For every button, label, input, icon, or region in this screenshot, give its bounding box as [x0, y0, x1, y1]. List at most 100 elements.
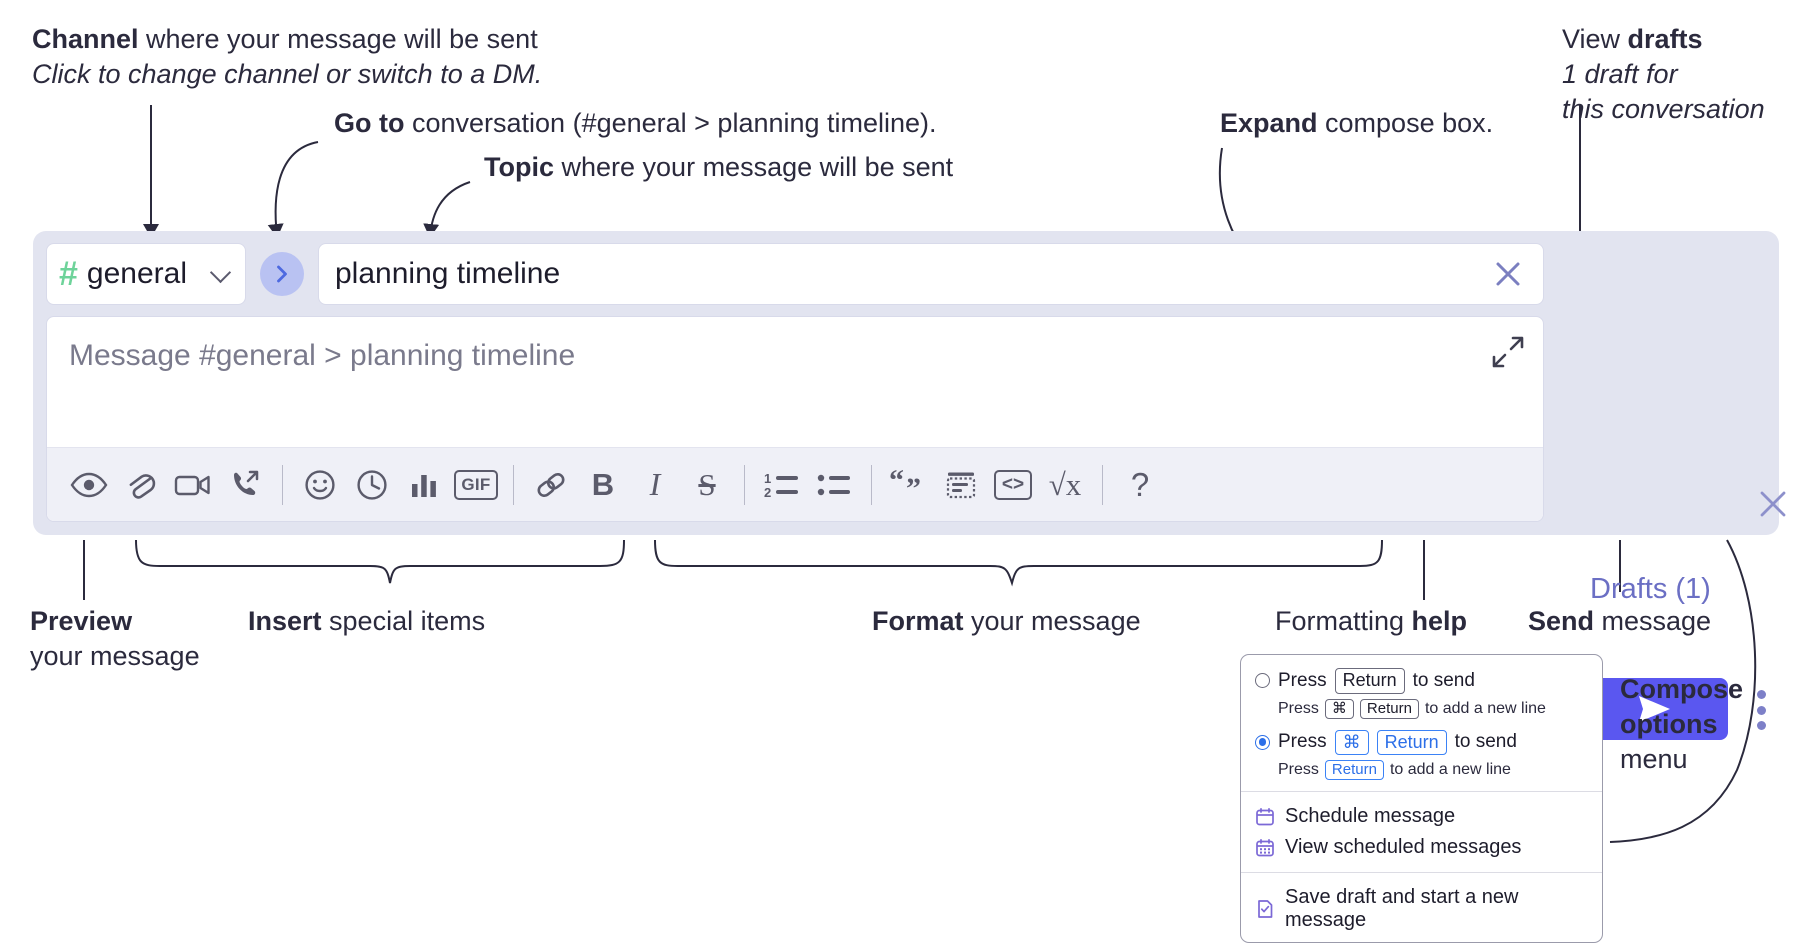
- annotation-goto-rest: conversation (#general > planning timeli…: [404, 108, 937, 138]
- topic-input-value: planning timeline: [335, 257, 561, 290]
- menu-option2-hint: Press Return to add a new line: [1241, 758, 1602, 782]
- link-icon[interactable]: [525, 459, 577, 511]
- help-icon[interactable]: ?: [1114, 459, 1166, 511]
- goto-conversation-button[interactable]: [260, 252, 304, 296]
- close-icon[interactable]: [1491, 257, 1525, 291]
- video-icon[interactable]: [167, 459, 219, 511]
- annotation-goto-bold: Go to: [334, 108, 405, 138]
- close-panel-icon[interactable]: [1757, 488, 1789, 520]
- menu-item-view-scheduled-messages[interactable]: View scheduled messages: [1241, 832, 1602, 863]
- inline-code-label: <>: [993, 469, 1033, 500]
- option1-suffix: to send: [1412, 669, 1475, 691]
- annotation-topic-bold: Topic: [484, 152, 554, 182]
- radio-button-selected[interactable]: [1255, 734, 1270, 750]
- italic-icon[interactable]: I: [629, 459, 681, 511]
- option1-sub-suffix: to add a new line: [1424, 699, 1546, 717]
- poll-bars-icon[interactable]: [398, 459, 450, 511]
- gif-icon[interactable]: GIF: [450, 459, 502, 511]
- option2-sub-prefix: Press: [1278, 761, 1319, 779]
- math-icon[interactable]: √x: [1039, 459, 1091, 511]
- preview-icon[interactable]: [63, 459, 115, 511]
- kebab-dot-1: [1756, 690, 1766, 699]
- code-block-icon[interactable]: [935, 459, 987, 511]
- bold-icon[interactable]: B: [577, 459, 629, 511]
- compose-header-row: # general planning timeline: [46, 243, 1544, 305]
- menu-option-cmd-return-to-send[interactable]: Press ⌘ Return to send: [1241, 727, 1602, 759]
- annotation-help: Formatting help: [1275, 604, 1467, 639]
- clock-glyph: [357, 469, 387, 500]
- compose-panel: # general planning timeline: [33, 231, 1786, 740]
- option2-prefix: Press: [1278, 731, 1327, 753]
- svg-text:“: “: [889, 470, 904, 497]
- annotation-preview-rest: your message: [30, 641, 200, 672]
- annotation-channel-italic: Click to change channel or switch to a D…: [32, 59, 543, 90]
- annotation-send-rest: message: [1594, 606, 1712, 636]
- gif-label: GIF: [454, 469, 498, 500]
- channel-selector[interactable]: # general: [46, 243, 246, 305]
- attachment-icon[interactable]: [115, 459, 167, 511]
- numbered-list-glyph: 1 2: [764, 471, 798, 499]
- bulleted-list-icon[interactable]: [808, 459, 860, 511]
- send-button[interactable]: [1580, 678, 1728, 740]
- blockquote-icon[interactable]: “ ”: [883, 459, 935, 511]
- emoji-icon[interactable]: [294, 459, 346, 511]
- eye-glyph: [70, 472, 108, 497]
- ordered-list-icon[interactable]: 1 2: [756, 459, 808, 511]
- message-input-placeholder: Message #general > planning timeline: [69, 339, 576, 372]
- topic-input-field[interactable]: planning timeline: [318, 243, 1544, 305]
- annotation-topic-rest: where your message will be sent: [554, 152, 954, 182]
- toolbar-separator-2: [513, 464, 514, 505]
- bar-chart-glyph: [412, 474, 436, 497]
- annotation-compose-rest: menu: [1620, 744, 1688, 775]
- video-camera-glyph: [174, 475, 210, 495]
- annotation-drafts-italic2: this conversation: [1562, 94, 1765, 125]
- math-label: √x: [1048, 467, 1082, 502]
- message-editor[interactable]: Message #general > planning timeline: [46, 316, 1544, 522]
- annotation-insert-bold: Insert: [248, 606, 322, 636]
- kebab-dot-3: [1756, 721, 1766, 730]
- svg-text:1: 1: [764, 471, 771, 486]
- compose-options-button[interactable]: [1750, 690, 1772, 730]
- option2-suffix: to send: [1454, 731, 1517, 753]
- option2-key-cmd: ⌘: [1334, 729, 1369, 756]
- menu-option-return-to-send[interactable]: Press Return to send: [1241, 665, 1602, 697]
- option1-key-return: Return: [1334, 668, 1405, 694]
- annotation-format: Format your message: [872, 604, 1141, 639]
- strikethrough-icon[interactable]: S: [681, 459, 733, 511]
- document-check-icon: [1258, 900, 1273, 919]
- expand-icon[interactable]: [1491, 335, 1525, 369]
- smiley-glyph: [305, 469, 335, 500]
- reminder-clock-icon[interactable]: [346, 459, 398, 511]
- menu-divider-1: [1241, 791, 1602, 793]
- annotation-expand-rest: compose box.: [1317, 108, 1494, 138]
- menu-item-label: Schedule message: [1285, 805, 1456, 828]
- hash-icon: #: [59, 255, 78, 293]
- option1-sub-prefix: Press: [1278, 699, 1319, 717]
- chain-link-glyph: [537, 472, 565, 497]
- inline-code-icon[interactable]: <>: [987, 459, 1039, 511]
- menu-item-schedule-message[interactable]: Schedule message: [1241, 801, 1602, 832]
- option1-sub-key-cmd: ⌘: [1324, 698, 1354, 719]
- send-paper-plane-icon: [1639, 696, 1670, 722]
- audio-icon[interactable]: [219, 459, 271, 511]
- compose-options-menu: Press Return to send Press ⌘ Return to a…: [1240, 654, 1603, 944]
- radio-button-unselected[interactable]: [1255, 673, 1270, 689]
- toolbar-separator-4: [871, 464, 872, 505]
- calendar-grid-icon: [1256, 838, 1274, 857]
- bold-label: B: [591, 466, 615, 502]
- annotation-goto: Go to conversation (#general > planning …: [334, 106, 937, 141]
- annotation-topic: Topic where your message will be sent: [484, 150, 953, 185]
- option2-key-return: Return: [1376, 729, 1447, 756]
- menu-item-label: Save draft and start a new message: [1285, 886, 1519, 932]
- annotation-format-rest: your message: [963, 606, 1141, 636]
- menu-item-save-draft[interactable]: Save draft and start a new message: [1241, 882, 1602, 936]
- help-label: ?: [1130, 465, 1150, 503]
- annotation-channel: Channel where your message will be sent …: [32, 22, 542, 92]
- annotation-drafts-bold: drafts: [1627, 24, 1703, 54]
- annotation-channel-rest: where your message will be sent: [138, 24, 538, 54]
- drafts-link[interactable]: Drafts (1): [1590, 573, 1711, 605]
- annotation-insert: Insert special items: [248, 604, 485, 639]
- option2-sub-key-return: Return: [1324, 760, 1384, 781]
- paperclip-glyph: [129, 473, 156, 499]
- annotation-compose-bold1: Compose: [1620, 674, 1744, 704]
